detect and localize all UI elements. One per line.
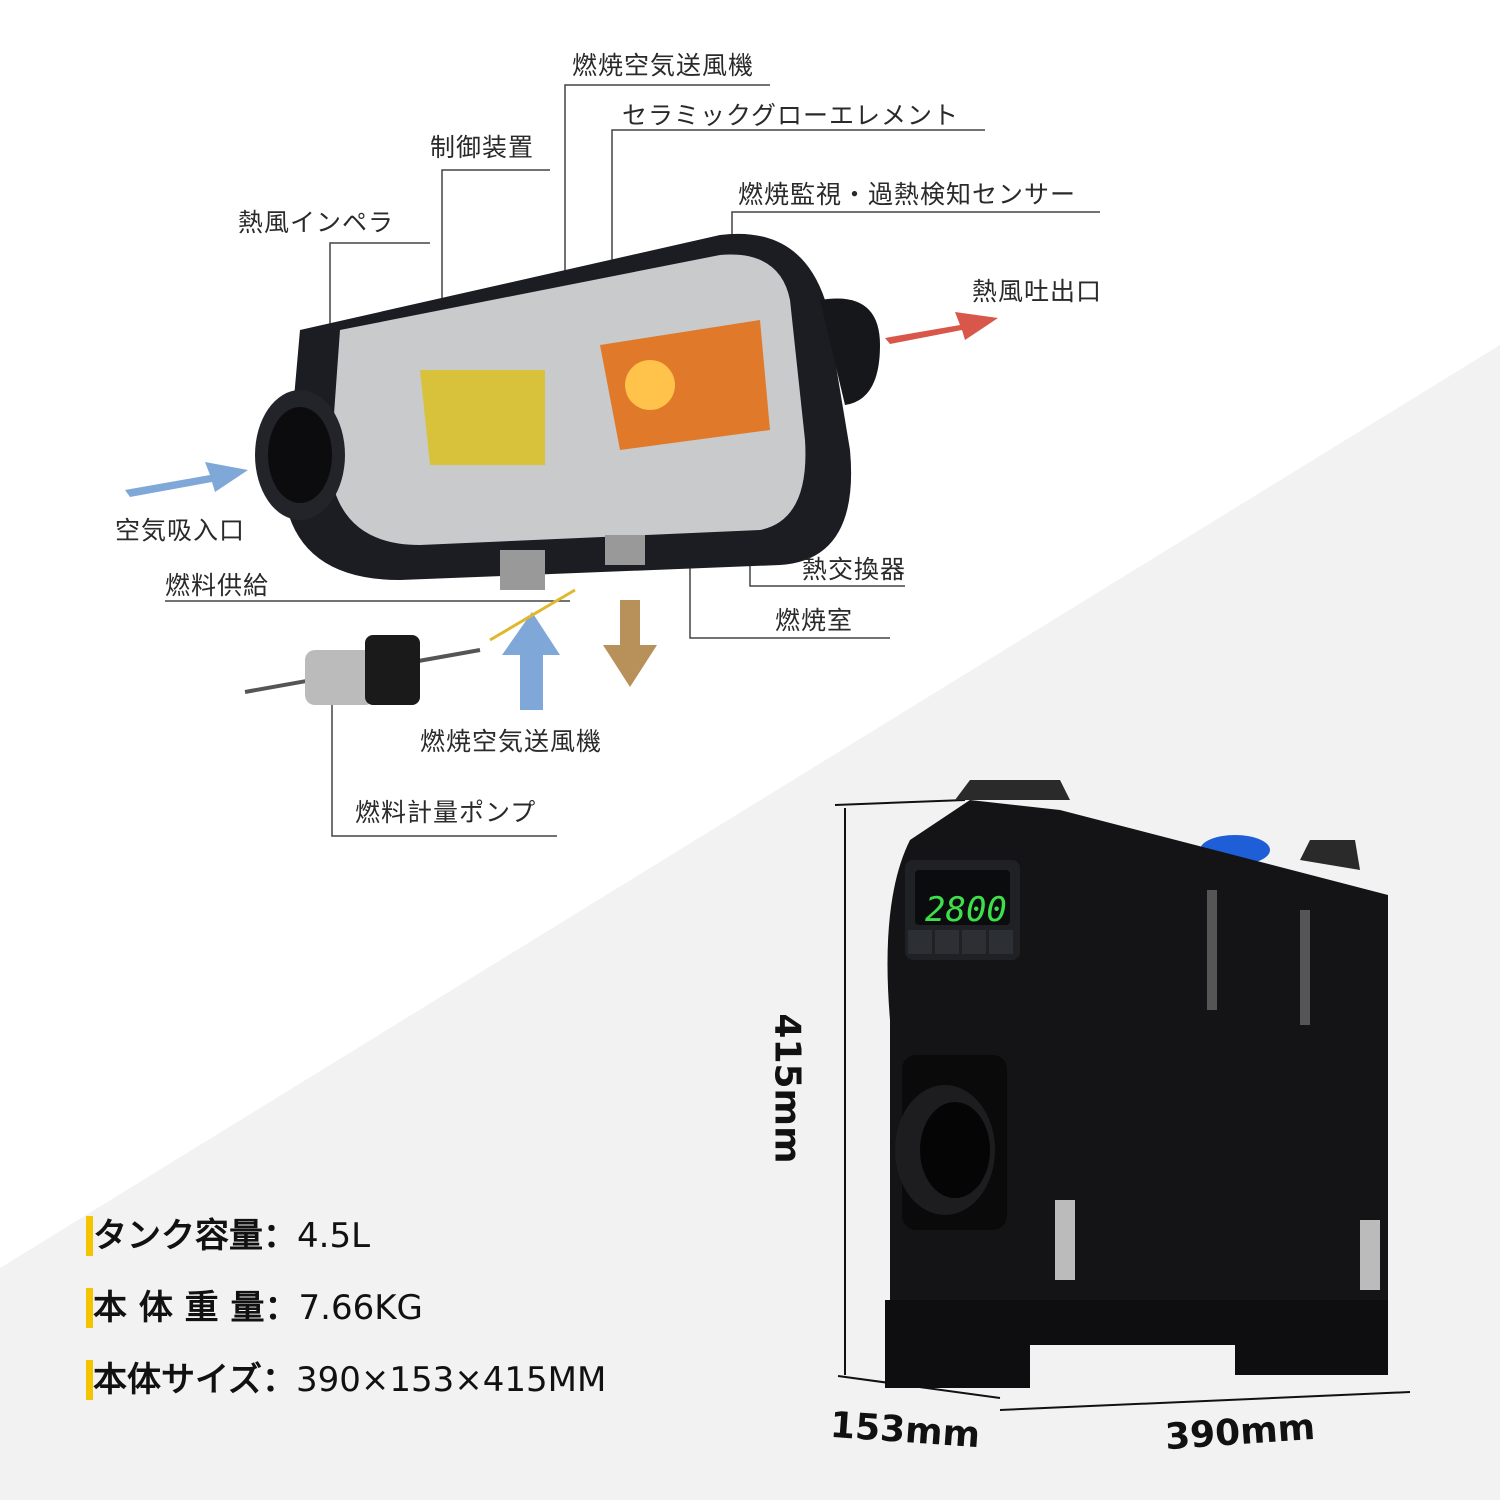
spec-weight: 本 体 重 量：7.66KG (86, 1280, 423, 1329)
exhaust-down-arrow-icon (603, 600, 657, 687)
label-combustion-air-blower-2: 燃焼空気送風機 (420, 727, 603, 756)
display-reading: 2800 (925, 890, 1007, 930)
heater-cutaway-icon (255, 233, 880, 590)
air-inlet-arrow-icon (125, 462, 248, 497)
label-sensor: 燃焼監視・過熱検知センサー (738, 180, 1077, 209)
label-controller: 制御装置 (430, 133, 535, 162)
label-air-inlet: 空気吸入口 (115, 516, 246, 545)
spec-tank-capacity: タンク容量：4.5L (86, 1208, 370, 1257)
hot-air-outlet-arrow-icon (885, 312, 998, 344)
fuel-line (489, 588, 576, 642)
label-ceramic-glow-element: セラミックグローエレメント (622, 101, 960, 130)
combustion-air-up-arrow-icon (502, 612, 560, 710)
diesel-heater-unit: 2800 (885, 780, 1388, 1388)
label-fuel-supply: 燃料供給 (165, 571, 270, 600)
label-combustion-chamber: 燃焼室 (775, 606, 854, 635)
label-hot-air-outlet: 熱風吐出口 (972, 277, 1103, 306)
label-impeller: 熱風インペラ (238, 208, 395, 237)
spec-size: 本体サイズ：390×153×415MM (86, 1352, 606, 1401)
label-fuel-pump: 燃料計量ポンプ (355, 798, 537, 827)
fuel-pump-icon (244, 635, 481, 705)
label-heat-exchanger: 熱交換器 (802, 555, 907, 584)
dimension-height: 415mm (766, 1013, 808, 1164)
label-combustion-air-blower: 燃焼空気送風機 (572, 51, 755, 80)
